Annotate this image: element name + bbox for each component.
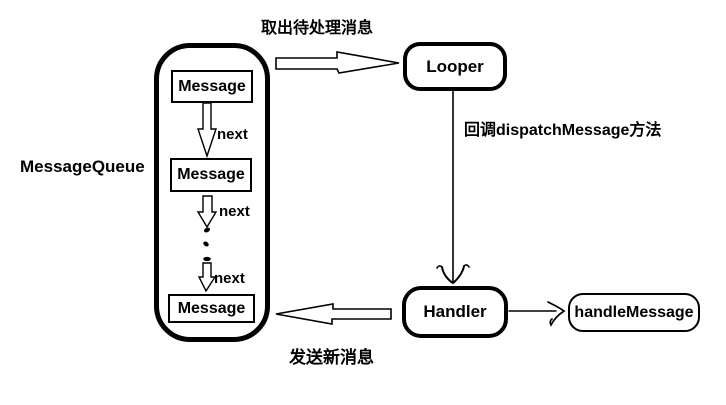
next-pointer-label-2: next (219, 203, 250, 220)
handle-message-node-label: handleMessage (574, 303, 694, 321)
fetch-message-edge-label: 取出待处理消息 (261, 20, 374, 37)
dispatch-edge-label: 回调dispatchMessage方法 (464, 122, 662, 139)
message-node-2-label: Message (177, 166, 245, 183)
message-node-2: Message (170, 158, 252, 192)
message-node-1-label: Message (178, 77, 246, 95)
handler-node: Handler (402, 286, 508, 338)
next-pointer-label-1: next (217, 126, 248, 143)
message-node-3-label: Message (177, 299, 246, 317)
fetch-message-block-arrow-icon (275, 51, 400, 74)
send-message-edge-label: 发送新消息 (289, 348, 374, 367)
message-queue-label: MessageQueue (20, 157, 145, 176)
send-message-block-arrow-icon (275, 303, 392, 325)
next-pointer-label-3: next (214, 270, 245, 287)
handle-message-arrow-icon (508, 301, 566, 327)
looper-node: Looper (403, 42, 507, 91)
message-node-3: Message (168, 294, 255, 323)
handler-node-label: Handler (423, 302, 487, 321)
message-node-1: Message (171, 70, 253, 103)
looper-node-label: Looper (426, 56, 484, 76)
handle-message-node: handleMessage (568, 293, 700, 332)
